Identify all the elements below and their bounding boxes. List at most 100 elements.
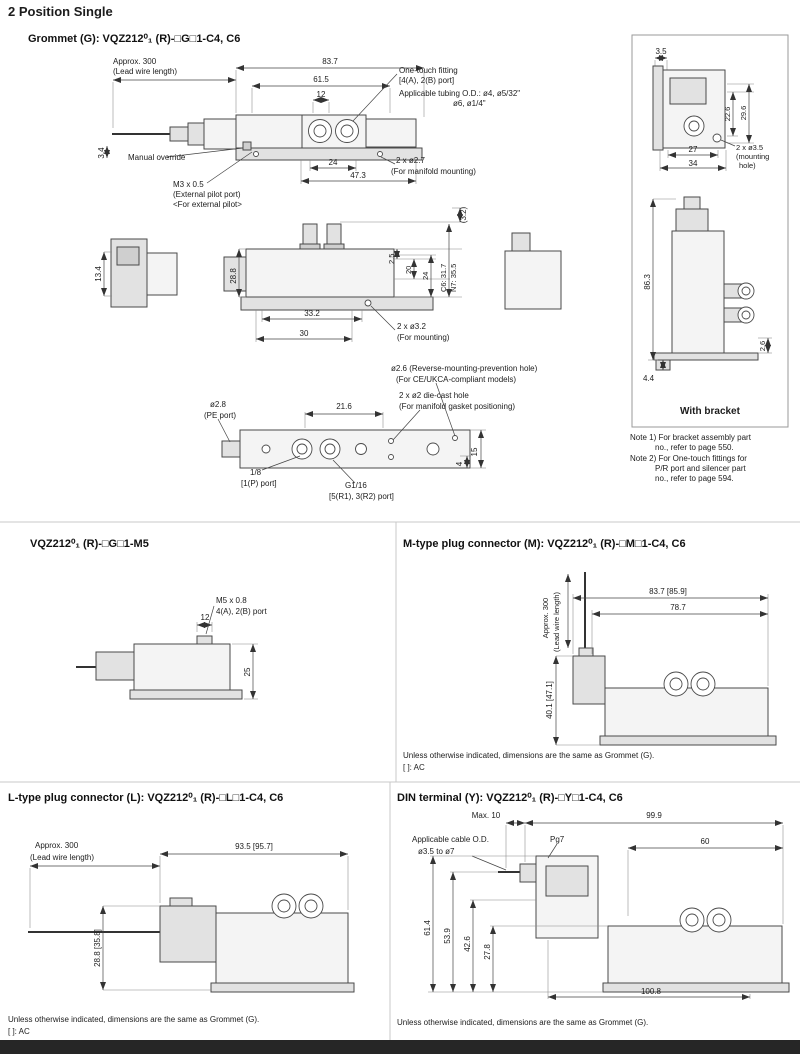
- note1-line1: Note 1) For bracket assembly part: [630, 433, 752, 442]
- bracket-caption: With bracket: [680, 406, 741, 417]
- ltype-section: L-type plug connector (L): VQZ212⁰₁ (R)-…: [8, 792, 355, 1036]
- grommet-section: Grommet (G): VQZ212⁰₁ (R)-□G□1-C4, C6 Ap…: [28, 33, 789, 501]
- ltype-approx300: Approx. 300: [35, 841, 79, 850]
- bracket-hole-2x3-5: 2 x ø3.5: [736, 143, 763, 152]
- bracket-dim-86-3: 86.3: [643, 274, 652, 290]
- bracket-dim-2-6: 2.6: [758, 341, 767, 351]
- grommet-dim-28-8: 28.8: [229, 268, 238, 284]
- page-title: 2 Position Single: [8, 4, 113, 19]
- grommet-one-touch-label: One-touch fitting: [399, 66, 458, 75]
- grommet-hole-2x2-7: 2 x ø2.7: [396, 156, 425, 165]
- din-drawing: Max. 10 99.9 Applicable cable O.D. ø3.5 …: [412, 811, 790, 1000]
- din-dim-99-9: 99.9: [646, 811, 662, 820]
- bracket-dim-22-6: 22.6: [723, 107, 732, 122]
- grommet-n7-35-5: N7: 35.5: [449, 264, 458, 292]
- bracket-dim-29-6: 29.6: [739, 106, 748, 121]
- grommet-dim-61-5: 61.5: [313, 75, 329, 84]
- mtype-dim-83-7: 83.7 [85.9]: [649, 587, 687, 596]
- grommet-lead-wire-label: (Lead wire length): [113, 67, 177, 76]
- bracket-mounting-1: (mounting: [736, 152, 769, 161]
- mtype-section: M-type plug connector (M): VQZ212⁰₁ (R)-…: [403, 538, 777, 772]
- grommet-p-port: [1(P) port]: [241, 479, 277, 488]
- bracket-box: 3.5 22.6 29.6 27 34 2 x ø3.5 (mounting h…: [631, 34, 789, 428]
- din-dim-53-9: 53.9: [443, 928, 452, 944]
- grommet-dim-24-side: 24: [421, 272, 430, 280]
- grommet-dim-2-5: 2.5: [387, 254, 396, 264]
- grommet-hole-2x3-2: 2 x ø3.2: [397, 322, 426, 331]
- grommet-pe-port: (PE port): [204, 411, 236, 420]
- grommet-c6-31-7: C6: 31.7: [439, 264, 448, 292]
- bracket-dim-34: 34: [689, 159, 698, 168]
- note2-line3: no., refer to page 594.: [655, 474, 734, 483]
- din-cable-od-2: ø3.5 to ø7: [418, 847, 455, 856]
- note2-line1: Note 2) For One-touch fittings for: [630, 454, 747, 463]
- grommet-for-ext-pilot-label: <For external pilot>: [173, 200, 242, 209]
- ltype-dim-28-8: 28.8 [35.8]: [93, 929, 102, 967]
- grommet-dim-12: 12: [317, 90, 326, 99]
- m5-dim-12: 12: [201, 613, 210, 622]
- footer-bar: [0, 1040, 800, 1054]
- bracket-notes: Note 1) For bracket assembly part no., r…: [630, 433, 752, 483]
- ltype-section-title: L-type plug connector (L): VQZ212⁰₁ (R)-…: [8, 792, 283, 804]
- ltype-lead-wire: (Lead wire length): [30, 853, 94, 862]
- m5-section: VQZ212⁰₁ (R)-□G□1-M5 M5 x 0.8 4(A), 2(B)…: [30, 538, 267, 700]
- grommet-ext-pilot-label: (External pilot port): [173, 190, 241, 199]
- mtype-note: Unless otherwise indicated, dimensions a…: [403, 751, 654, 760]
- grommet-tubing-od-2: ø6, ø1/4": [453, 99, 486, 108]
- mtype-dim-40-1: 40.1 [47.1]: [545, 681, 554, 719]
- grommet-dim-3-2-paren: (3.2): [459, 206, 468, 223]
- grommet-tubing-od-1: Applicable tubing O.D.: ø4, ø5/32": [399, 89, 520, 98]
- grommet-approx300-label: Approx. 300: [113, 57, 157, 66]
- m5-port-label: 4(A), 2(B) port: [216, 607, 267, 616]
- grommet-dim-24-top: 24: [329, 158, 338, 167]
- grommet-r-ports: [5(R1), 3(R2) port]: [329, 492, 394, 501]
- grommet-dim-15: 15: [470, 447, 479, 456]
- bracket-dim-4-4: 4.4: [643, 374, 655, 383]
- mtype-approx300: Approx. 300: [541, 598, 550, 638]
- bracket-mounting-2: hole): [739, 161, 756, 170]
- grommet-front-view: Approx. 300 (Lead wire length) 83.7 61.5…: [97, 57, 520, 209]
- section-dividers: [0, 521, 800, 1040]
- din-cable-od-1: Applicable cable O.D.: [412, 835, 489, 844]
- m5-dim-25: 25: [243, 667, 252, 676]
- grommet-dim-83-7: 83.7: [322, 57, 338, 66]
- din-dim-61-4: 61.4: [423, 920, 432, 936]
- note1-line2: no., refer to page 550.: [655, 443, 734, 452]
- grommet-dim-3-4: 3.4: [97, 147, 106, 159]
- grommet-die-cast-hole: 2 x ø2 die-cast hole: [399, 391, 469, 400]
- grommet-section-title: Grommet (G): VQZ212⁰₁ (R)-□G□1-C4, C6: [28, 33, 240, 45]
- m5-drawing: M5 x 0.8 4(A), 2(B) port 12 25: [76, 596, 267, 700]
- grommet-for-mounting: (For mounting): [397, 333, 450, 342]
- grommet-dim-4: 4: [455, 461, 464, 466]
- ltype-drawing: Approx. 300 (Lead wire length) 93.5 [95.…: [28, 841, 355, 993]
- din-note: Unless otherwise indicated, dimensions a…: [397, 1018, 648, 1027]
- grommet-ce-ukca: (For CE/UKCA-compliant models): [396, 375, 516, 384]
- din-dim-42-6: 42.6: [463, 936, 472, 952]
- mtype-ac-note: [ ]: AC: [403, 763, 425, 772]
- grommet-m3-label: M3 x 0.5: [173, 180, 204, 189]
- din-dim-100-8: 100.8: [641, 987, 662, 996]
- grommet-dim-20: 20: [404, 266, 413, 274]
- mtype-section-title: M-type plug connector (M): VQZ212⁰₁ (R)-…: [403, 538, 686, 550]
- grommet-dim-13-4: 13.4: [94, 266, 103, 282]
- din-max-10: Max. 10: [472, 811, 501, 820]
- din-section: DIN terminal (Y): VQZ212⁰₁ (R)-□Y□1-C4, …: [397, 792, 790, 1027]
- ltype-note: Unless otherwise indicated, dimensions a…: [8, 1015, 259, 1024]
- grommet-manual-override-label: Manual override: [128, 153, 186, 162]
- din-section-title: DIN terminal (Y): VQZ212⁰₁ (R)-□Y□1-C4, …: [397, 792, 623, 804]
- note2-line2: P/R port and silencer part: [655, 464, 746, 473]
- grommet-dim-33-2: 33.2: [304, 309, 320, 318]
- grommet-port-4a2b-label: [4(A), 2(B) port]: [399, 76, 454, 85]
- din-pg7: Pg7: [550, 835, 565, 844]
- grommet-dim-21-6: 21.6: [336, 402, 352, 411]
- m5-section-title: VQZ212⁰₁ (R)-□G□1-M5: [30, 538, 149, 550]
- ltype-dim-93-5: 93.5 [95.7]: [235, 842, 273, 851]
- grommet-p-1-8: 1/8: [250, 468, 262, 477]
- grommet-dim-30: 30: [300, 329, 309, 338]
- din-dim-27-8: 27.8: [483, 944, 492, 960]
- bracket-dim-3-5: 3.5: [655, 47, 667, 56]
- grommet-bottom-view: ø2.8 (PE port) 21.6 ø2.6 (Reverse-mounti…: [204, 364, 538, 501]
- grommet-side-view: (3.2) 13.4 28.8 2.5 20 24 C6: 31.7 N7: 3…: [94, 206, 562, 342]
